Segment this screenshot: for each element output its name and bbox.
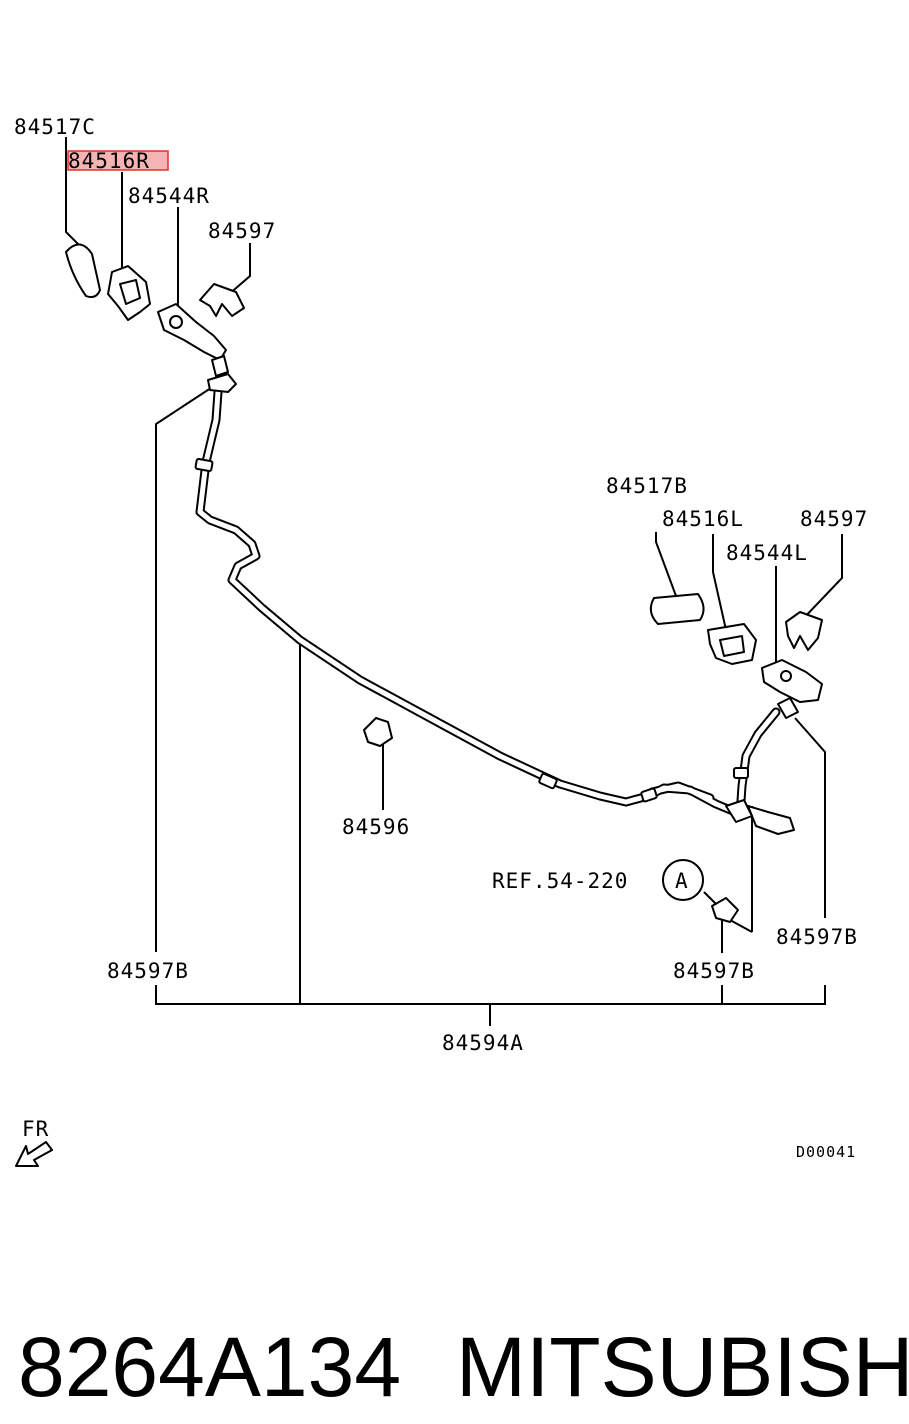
leader-84517C — [65, 137, 81, 247]
ref-circle — [662, 859, 704, 901]
label-84517C: 84517C — [14, 115, 96, 139]
leader-ref — [703, 891, 717, 905]
clip-84597B-mid — [711, 897, 739, 923]
hose-coupling — [640, 787, 658, 803]
label-84597-top: 84597 — [208, 219, 276, 243]
part-number: 8264A134 — [18, 1320, 401, 1414]
nozzle-84544L — [761, 659, 823, 703]
clip-84597-top — [199, 283, 245, 317]
brand-name: MITSUBISHI — [456, 1320, 909, 1414]
label-84597B-left: 84597B — [107, 959, 189, 983]
label-fr: FR — [22, 1117, 49, 1141]
bracket-84594A — [155, 985, 826, 1005]
front-arrow-icon — [15, 1141, 53, 1167]
nozzle-84544L-port — [780, 670, 792, 682]
cap-84517B — [649, 593, 705, 625]
label-84516R: 84516R — [68, 149, 150, 173]
leader-84516R — [116, 172, 123, 277]
highlight-box — [67, 150, 169, 171]
label-84516L: 84516L — [662, 507, 744, 531]
clip-84596 — [363, 717, 393, 747]
label-ref: REF.54-220 — [492, 869, 628, 893]
hose-coupling — [194, 458, 214, 472]
label-84597B-right: 84597B — [776, 925, 858, 949]
bracket-84516R-detail — [119, 279, 141, 305]
hose-coupling — [733, 767, 749, 779]
labels: 84517C 84516R 84544R 84597 84517B 84516L… — [14, 115, 868, 1161]
cap-84517C — [65, 243, 101, 299]
hose-joint — [747, 805, 795, 835]
clip-84597B-left — [207, 373, 237, 393]
label-84544R: 84544R — [128, 184, 210, 208]
label-84596: 84596 — [342, 815, 410, 839]
nozzle-84544R-outlet — [211, 355, 229, 377]
hose-joint-collar — [725, 799, 753, 823]
leader-lines — [65, 137, 843, 1026]
label-84544L: 84544L — [726, 541, 808, 565]
nozzle-84544R-port — [169, 315, 183, 329]
hose-coupling — [538, 772, 558, 790]
leader-84597-top — [227, 243, 251, 296]
drawing-code: D00041 — [796, 1143, 856, 1161]
leader-84516L — [712, 534, 727, 631]
washer-hose — [194, 387, 781, 821]
leader-ref-arrow — [729, 919, 753, 933]
bracket-84516L-detail — [719, 635, 745, 657]
leader-84517B — [655, 532, 677, 597]
leader-84597-right — [799, 534, 843, 623]
label-84517B: 84517B — [606, 474, 688, 498]
leader-84597B-right — [794, 717, 826, 918]
parts-left-side — [363, 593, 823, 923]
clip-84597-right — [785, 611, 823, 651]
parts-right-side — [65, 243, 245, 393]
label-84597B-mid: 84597B — [673, 959, 755, 983]
label-84597-right: 84597 — [800, 507, 868, 531]
clip-84597B-right — [777, 697, 799, 719]
label-ref-circle: A — [675, 869, 689, 893]
leader-84597B-left — [155, 383, 218, 952]
label-84594A: 84594A — [442, 1031, 524, 1055]
